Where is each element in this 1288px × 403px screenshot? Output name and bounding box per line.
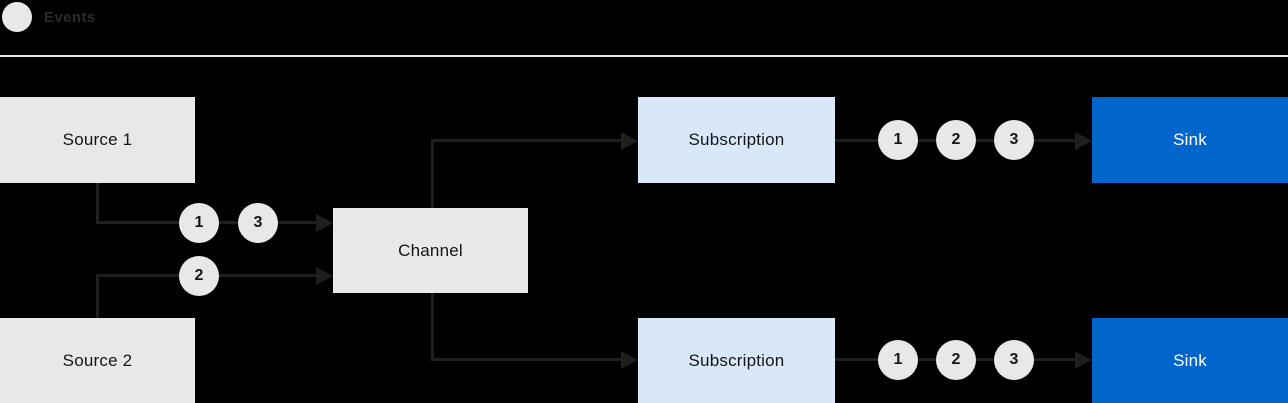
channel-node: Channel [333, 208, 528, 293]
event-circle: 2 [936, 120, 976, 160]
divider [0, 55, 1288, 57]
event-circle: 1 [878, 120, 918, 160]
event-circle: 2 [179, 256, 219, 296]
connector-line [431, 293, 434, 360]
source-1-node: Source 1 [0, 97, 195, 183]
arrowhead-icon [1075, 132, 1092, 150]
arrowhead-icon [1075, 351, 1092, 369]
subscription-node-bottom: Subscription [638, 318, 835, 403]
sink-node-top: Sink [1092, 97, 1288, 183]
connector-line [431, 139, 434, 208]
arrowhead-icon [316, 214, 333, 232]
arrowhead-icon [316, 267, 333, 285]
event-circle: 2 [936, 340, 976, 380]
connector-line [431, 139, 621, 142]
connector-line [431, 358, 621, 361]
source-2-node: Source 2 [0, 318, 195, 403]
connector-line [96, 275, 99, 318]
events-legend-label: Events [44, 9, 96, 26]
connector-line [96, 183, 99, 224]
event-circle: 3 [994, 340, 1034, 380]
sink-node-bottom: Sink [1092, 318, 1288, 403]
event-circle: 1 [179, 203, 219, 243]
event-circle: 1 [878, 340, 918, 380]
subscription-node-top: Subscription [638, 97, 835, 183]
event-circle: 3 [994, 120, 1034, 160]
events-legend-circle-icon [2, 2, 32, 32]
arrowhead-icon [621, 351, 638, 369]
arrowhead-icon [621, 132, 638, 150]
event-circle: 3 [238, 203, 278, 243]
